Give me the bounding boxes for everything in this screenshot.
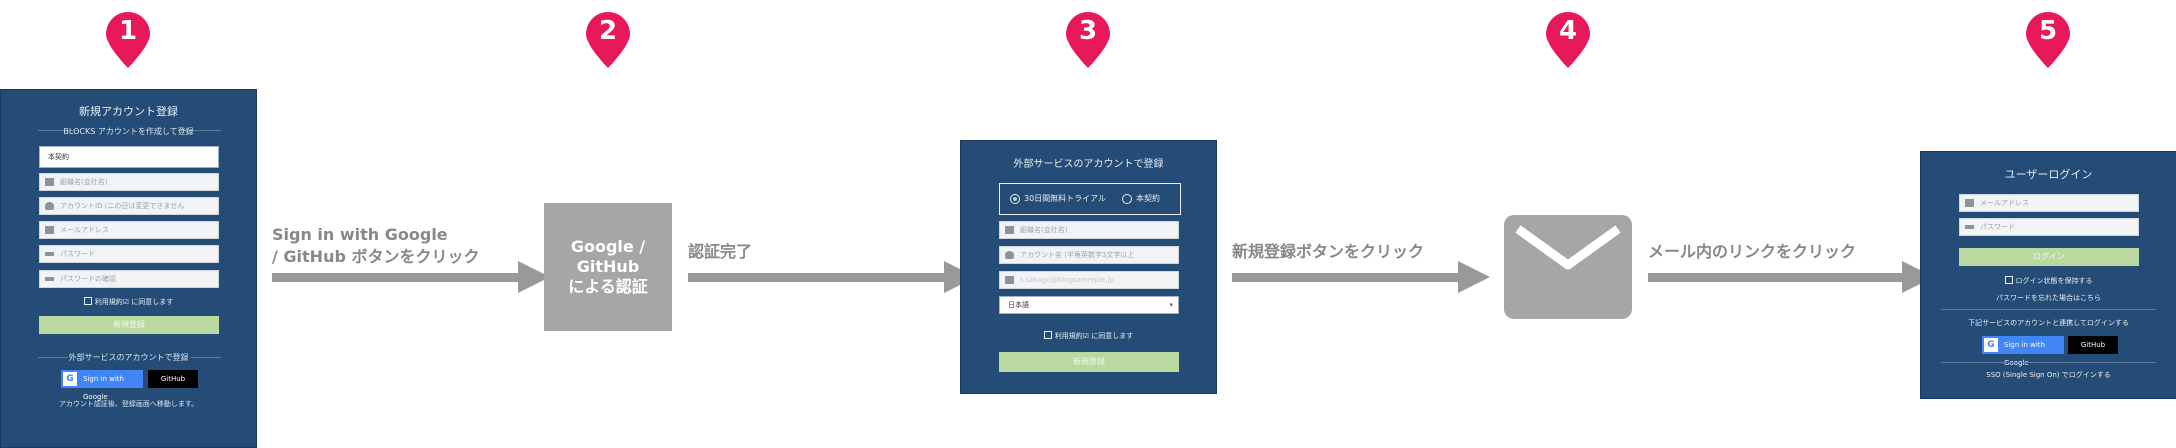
email-placeholder: メールアドレス — [1980, 199, 2029, 207]
auth-box-line3: による認証 — [568, 277, 648, 296]
company-placeholder: 組織名(会社名) — [1020, 226, 1068, 234]
page-title: 新規アカウント登録 — [79, 105, 178, 118]
account-id-placeholder: アカウントID (ニの日は変更できません — [60, 202, 185, 210]
email-field[interactable]: s.sakagu@blogsammple.jp — [999, 271, 1179, 289]
step-pin-5: 5 — [2024, 10, 2072, 70]
google-github-auth-box: Google / GitHub による認証 — [544, 203, 672, 331]
trial-option-label: 30日間無料トライアル — [1024, 194, 1107, 203]
step-pin-4: 4 — [1544, 10, 1592, 70]
plan-select[interactable]: 本契約 — [39, 146, 219, 168]
step1-label-line2: / GitHub ボタンをクリック — [272, 247, 480, 266]
company-input[interactable]: 組織名(会社名) — [999, 221, 1179, 239]
mail-icon — [1965, 199, 1974, 207]
signup-panel: 新規アカウント登録 BLOCKS アカウントを作成して登録 本契約 組織名(会社… — [0, 89, 257, 448]
language-value: 日本語 — [1008, 301, 1029, 309]
arrow-1-line — [272, 273, 522, 282]
register-button[interactable]: 新規登録 — [999, 352, 1179, 372]
google-button-label: Sign in with Google — [83, 375, 124, 401]
step-pin-2: 2 — [584, 10, 632, 70]
arrow-4-line — [1648, 273, 1906, 282]
google-signin-button[interactable]: G Sign in with Google — [1982, 336, 2064, 367]
step-pin-3: 3 — [1064, 10, 1112, 70]
password-placeholder: パスワード — [60, 250, 95, 258]
account-name-placeholder: アカウント名 (半角英数字3文字以上 — [1020, 251, 1135, 259]
step-pin-number: 4 — [1558, 16, 1578, 46]
contract-option-label: 本契約 — [1136, 194, 1160, 203]
step-pin-number: 2 — [598, 16, 618, 46]
login-panel: ユーザーログイン メールアドレス パスワード ログイン ログイン状態を保持する … — [1920, 151, 2176, 399]
password-confirm-field[interactable]: パスワードの確認 — [39, 270, 219, 288]
chevron-down-icon: ▾ — [1169, 301, 1173, 309]
step-pin-number: 1 — [118, 16, 138, 46]
password-placeholder: パスワード — [1980, 223, 2015, 231]
google-button-label: Sign in with Google — [2004, 341, 2045, 367]
auth-box-line2: GitHub — [576, 257, 640, 276]
mail-icon — [1005, 276, 1014, 284]
sso-login-link[interactable]: SSO (Single Sign On) でログインする — [1986, 371, 2111, 379]
arrow-2-line — [688, 273, 948, 282]
checkbox-box[interactable] — [2004, 276, 2013, 284]
step1-label: Sign in with Google / GitHub ボタンをクリック — [272, 224, 480, 268]
key-icon — [1965, 225, 1974, 229]
terms-label: 利用規約☑ に同意します — [94, 298, 174, 306]
external-login-heading: 下記サービスのアカウントと連携してログインする — [1968, 319, 2129, 327]
key-icon — [45, 252, 54, 256]
company-placeholder: 組織名(会社名) — [60, 178, 108, 186]
email-placeholder: メールアドレス — [60, 226, 109, 234]
remember-checkbox[interactable]: ログイン状態を保持する — [1921, 276, 2176, 286]
step-pin-1: 1 — [104, 10, 152, 70]
register-button[interactable]: 新規登録 — [39, 316, 219, 334]
password-confirm-placeholder: パスワードの確認 — [60, 275, 116, 283]
mail-icon — [45, 226, 54, 234]
account-id-input[interactable]: アカウントID (ニの日は変更できません — [39, 197, 219, 215]
email-field[interactable]: メールアドレス — [39, 221, 219, 239]
email-field[interactable]: メールアドレス — [1959, 194, 2139, 212]
mail-icon — [1504, 215, 1632, 319]
github-button[interactable]: GitHub — [2068, 336, 2118, 354]
step3-label: 新規登録ボタンをクリック — [1232, 242, 1425, 261]
auth-note: アカウント認証後、登録画面へ移動します。 — [58, 400, 199, 408]
checkbox-box[interactable] — [83, 297, 92, 305]
login-button[interactable]: ログイン — [1959, 248, 2139, 266]
key-icon — [45, 277, 54, 281]
checkbox-box[interactable] — [1043, 331, 1052, 339]
auth-box-line1: Google / — [570, 237, 646, 256]
terms-checkbox[interactable]: 利用規約☑ に同意します — [1, 297, 256, 307]
remember-label: ログイン状態を保持する — [2015, 277, 2093, 285]
language-select[interactable]: 日本語 ▾ — [999, 296, 1179, 314]
forgot-password-link[interactable]: パスワードを忘れた場合はこちら — [1996, 294, 2101, 302]
google-icon: G — [1984, 338, 1998, 352]
github-button[interactable]: GitHub — [148, 370, 198, 388]
plan-radio-group: 30日間無料トライアル 本契約 — [999, 183, 1181, 215]
external-signup-title: 外部サービスのアカウントで登録 — [1013, 159, 1164, 170]
step1-label-line1: Sign in with Google — [272, 225, 448, 244]
user-icon — [45, 202, 54, 210]
step-pin-number: 3 — [1078, 16, 1098, 46]
contract-radio[interactable] — [1122, 194, 1132, 204]
step4-label: メール内のリンクをクリック — [1648, 242, 1857, 261]
building-icon — [1005, 226, 1014, 234]
step-pin-number: 5 — [2038, 16, 2058, 46]
step2-label: 認証完了 — [688, 242, 753, 261]
user-icon — [1005, 251, 1014, 259]
account-name-input[interactable]: アカウント名 (半角英数字3文字以上 — [999, 246, 1179, 264]
email-value: s.sakagu@blogsammple.jp — [1020, 276, 1114, 284]
google-signin-button[interactable]: G Sign in with Google — [61, 370, 143, 401]
trial-radio[interactable] — [1010, 194, 1020, 204]
building-icon — [45, 178, 54, 186]
terms-checkbox[interactable]: 利用規約☑ に同意します — [961, 331, 1216, 341]
password-field[interactable]: パスワード — [39, 245, 219, 263]
external-heading: 外部サービスのアカウントで登録 — [68, 353, 189, 362]
terms-label: 利用規約☑ に同意します — [1054, 332, 1134, 340]
google-icon: G — [63, 372, 77, 386]
company-input[interactable]: 組織名(会社名) — [39, 173, 219, 191]
arrow-3-head — [1458, 261, 1490, 293]
signup-subtitle: BLOCKS アカウントを作成して登録 — [63, 127, 194, 136]
external-signup-panel: 外部サービスのアカウントで登録 30日間無料トライアル 本契約 組織名(会社名)… — [960, 140, 1217, 394]
arrow-3-line — [1232, 273, 1462, 282]
password-field[interactable]: パスワード — [1959, 218, 2139, 236]
login-title: ユーザーログイン — [2004, 168, 2093, 181]
